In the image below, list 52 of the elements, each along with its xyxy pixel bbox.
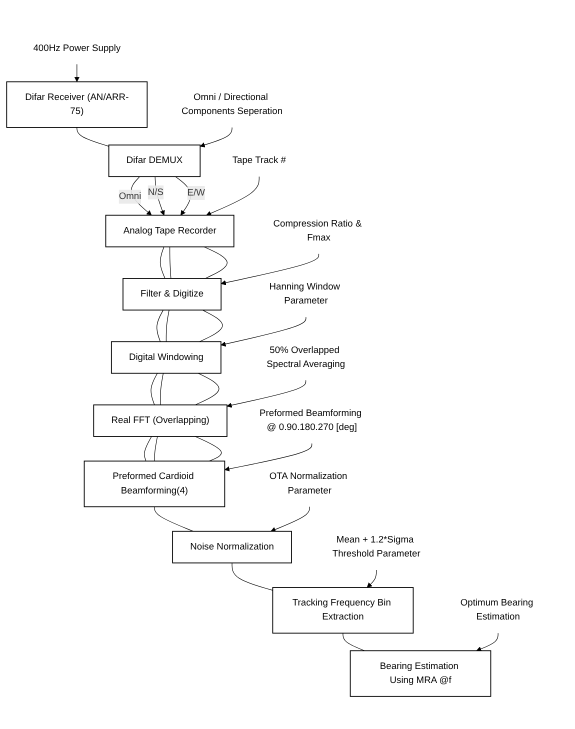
- arrow: [74, 64, 80, 82]
- node-box: Noise Normalization: [172, 530, 292, 564]
- arrow: [366, 570, 377, 588]
- connector: [156, 310, 164, 342]
- arrow: [154, 176, 165, 216]
- arrow: [130, 176, 152, 216]
- connector: [342, 632, 365, 652]
- arrow: [200, 127, 232, 148]
- node-text: Optimum Bearing Estimation: [460, 598, 534, 622]
- connector: [194, 372, 220, 406]
- arrow: [270, 506, 310, 532]
- connector: [150, 372, 158, 406]
- edge-label: N/S: [148, 187, 164, 198]
- node-text: Tape Track #: [232, 156, 286, 166]
- node-text: Omni / Directional Components Seperation: [182, 92, 283, 116]
- connector: [232, 562, 274, 591]
- node-text: Preformed Beamforming @ 0.90.180.270 [deg]: [260, 408, 362, 432]
- connector: [154, 436, 158, 462]
- arrow: [206, 176, 260, 216]
- edge-label: Omni: [118, 192, 142, 202]
- connector: [170, 246, 172, 279]
- node-text: 400Hz Power Supply: [33, 43, 121, 54]
- arrow: [224, 443, 312, 472]
- arrow: [220, 254, 320, 286]
- connector: [204, 246, 228, 279]
- node-box: Preformed Cardioid Beamforming(4): [84, 460, 226, 508]
- connector: [199, 310, 223, 342]
- node-box: Tracking Frequency Bin Extraction: [272, 587, 414, 634]
- arrow: [175, 176, 192, 216]
- node-text: Hanning Window Parameter: [269, 282, 340, 306]
- connector: [76, 127, 110, 147]
- connector: [166, 310, 170, 342]
- connector: [160, 372, 164, 406]
- node-box: Analog Tape Recorder: [105, 214, 234, 248]
- node-box: Difar DEMUX: [108, 144, 201, 178]
- connector: [160, 246, 166, 279]
- connector: [144, 436, 152, 462]
- node-box: Filter & Digitize: [122, 278, 222, 310]
- node-box: Difar Receiver (AN/ARR-75): [6, 81, 148, 128]
- node-text: 50% Overlapped Spectral Averaging: [266, 345, 346, 370]
- edge-label: E/W: [187, 188, 205, 198]
- connector: [195, 436, 222, 462]
- node-text: Compression Ratio & Fmax: [273, 218, 362, 243]
- node-text: Mean + 1.2*Sigma Threshold Parameter: [332, 534, 420, 559]
- arrow: [220, 316, 306, 347]
- node-box: Real FFT (Overlapping): [93, 404, 228, 437]
- connector: [154, 506, 194, 532]
- node-text: OTA Normalization Parameter: [269, 472, 348, 496]
- node-box: Bearing Estimation Using MRA @f: [350, 650, 492, 697]
- arrow: [226, 380, 306, 408]
- arrow: [476, 632, 498, 652]
- node-box: Digital Windowing: [110, 341, 222, 374]
